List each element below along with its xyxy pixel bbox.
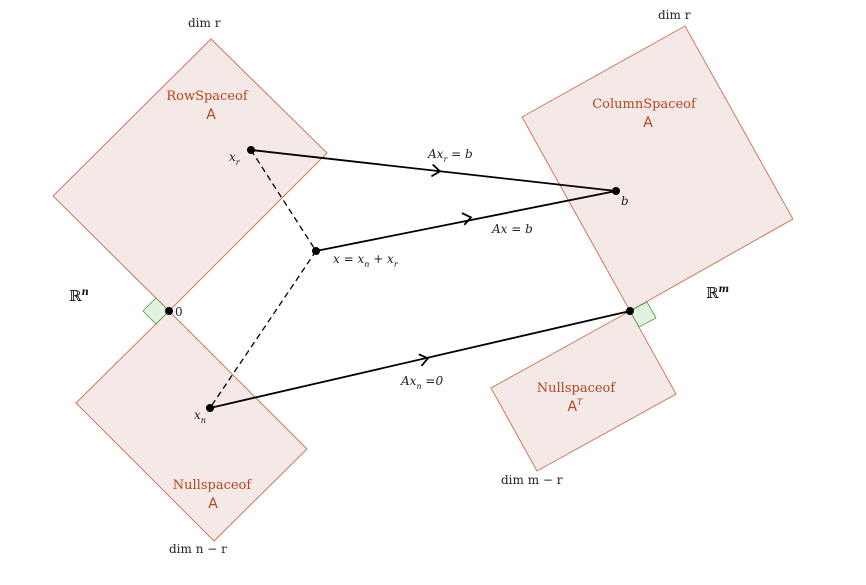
map-x-to-b bbox=[315, 190, 617, 252]
rowspace-matrix: A bbox=[206, 107, 216, 123]
Rm-sup: m bbox=[718, 284, 729, 295]
Rn-sup: n bbox=[81, 287, 88, 298]
dim-row-label: dim r bbox=[188, 16, 221, 30]
point-b bbox=[612, 187, 620, 195]
Rn-label: ℝn bbox=[69, 287, 89, 305]
nullspace-region bbox=[75, 310, 308, 542]
left-nullspace-matrix-sup: T bbox=[577, 398, 584, 408]
point-xr bbox=[247, 146, 255, 154]
Rn-base: ℝ bbox=[69, 287, 82, 305]
Axr-rhs: = b bbox=[447, 147, 472, 161]
left-nullspace-region bbox=[490, 310, 677, 472]
left-nullspace-matrix: AT bbox=[567, 398, 584, 415]
right-angle-marker-left bbox=[142, 297, 170, 325]
Axr-base: Ax bbox=[427, 147, 444, 161]
xr-base: x bbox=[229, 150, 236, 164]
nullspace-title: Nullspaceof bbox=[173, 478, 253, 493]
point-origin-right bbox=[626, 307, 634, 315]
xn-label: xn bbox=[194, 408, 206, 425]
left-nullspace-title: Nullspaceof bbox=[537, 381, 617, 396]
x-sum-mid: + x bbox=[369, 252, 394, 266]
arrowhead-x-to-b bbox=[461, 212, 473, 226]
point-x bbox=[312, 247, 320, 255]
Axn-base: Ax bbox=[400, 374, 417, 388]
dim-col-label: dim r bbox=[658, 8, 691, 22]
nullspace-matrix: A bbox=[208, 496, 218, 512]
b-label: b bbox=[621, 194, 629, 208]
colspace-matrix: A bbox=[643, 115, 653, 131]
map-xn-to-zero bbox=[209, 310, 631, 409]
Ax-label: Ax = b bbox=[491, 222, 533, 236]
map-xr-to-b bbox=[250, 149, 617, 192]
x-sum-label: x = xn + xr bbox=[333, 252, 399, 269]
Axn-sub: n bbox=[416, 382, 421, 391]
dashed-xr-to-x bbox=[250, 149, 317, 252]
Axn-rhs: =0 bbox=[422, 374, 444, 388]
right-angle-marker-right bbox=[629, 301, 657, 328]
dim-null-label: dim n − r bbox=[169, 542, 227, 556]
point-origin-left bbox=[165, 307, 173, 315]
Rm-base: ℝ bbox=[706, 284, 719, 302]
Axr-sub: r bbox=[443, 155, 448, 164]
arrowhead-xn-to-zero bbox=[418, 353, 430, 367]
colspace-region bbox=[521, 25, 794, 312]
Axr-label: Axr = b bbox=[427, 147, 473, 164]
colspace-title: ColumnSpaceof bbox=[592, 97, 697, 112]
Rm-label: ℝm bbox=[706, 284, 729, 302]
xn-base: x bbox=[194, 408, 201, 422]
x-sum-sub1: n bbox=[364, 260, 369, 269]
xn-sub: n bbox=[201, 416, 206, 425]
x-sum-part1: x = x bbox=[333, 252, 364, 266]
dim-left-null-label: dim m − r bbox=[501, 473, 563, 487]
dashed-x-to-xn bbox=[209, 250, 317, 409]
Axn-label: Axn =0 bbox=[400, 374, 443, 391]
x-sum-sub2: r bbox=[394, 260, 399, 269]
left-nullspace-matrix-base: A bbox=[567, 399, 577, 415]
origin-label: 0 bbox=[175, 305, 183, 319]
arrowhead-xr-to-b bbox=[430, 163, 442, 178]
rowspace-title: RowSpaceof bbox=[166, 89, 249, 104]
xr-label: xr bbox=[229, 150, 241, 167]
rowspace-region bbox=[52, 38, 328, 312]
xr-sub: r bbox=[236, 158, 241, 167]
point-xn bbox=[206, 404, 214, 412]
